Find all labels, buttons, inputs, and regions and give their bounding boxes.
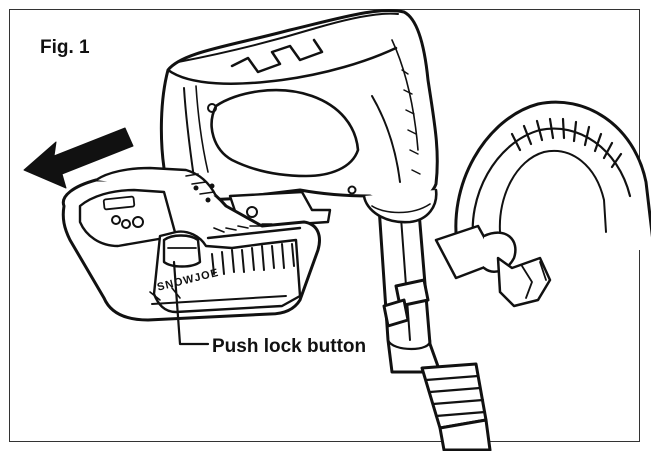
handle-clamp-knob: [434, 224, 552, 308]
figure-label: Fig. 1: [40, 37, 90, 58]
battery-pack: [61, 166, 321, 322]
shaft: [376, 190, 442, 374]
d-handle: [454, 100, 651, 252]
push-lock-button-label: Push lock button: [212, 336, 367, 357]
callout-leader: [172, 260, 210, 346]
tool-body: [159, 8, 439, 228]
nozzle-coupler: [420, 362, 492, 451]
arrow-left-icon: [23, 127, 134, 189]
